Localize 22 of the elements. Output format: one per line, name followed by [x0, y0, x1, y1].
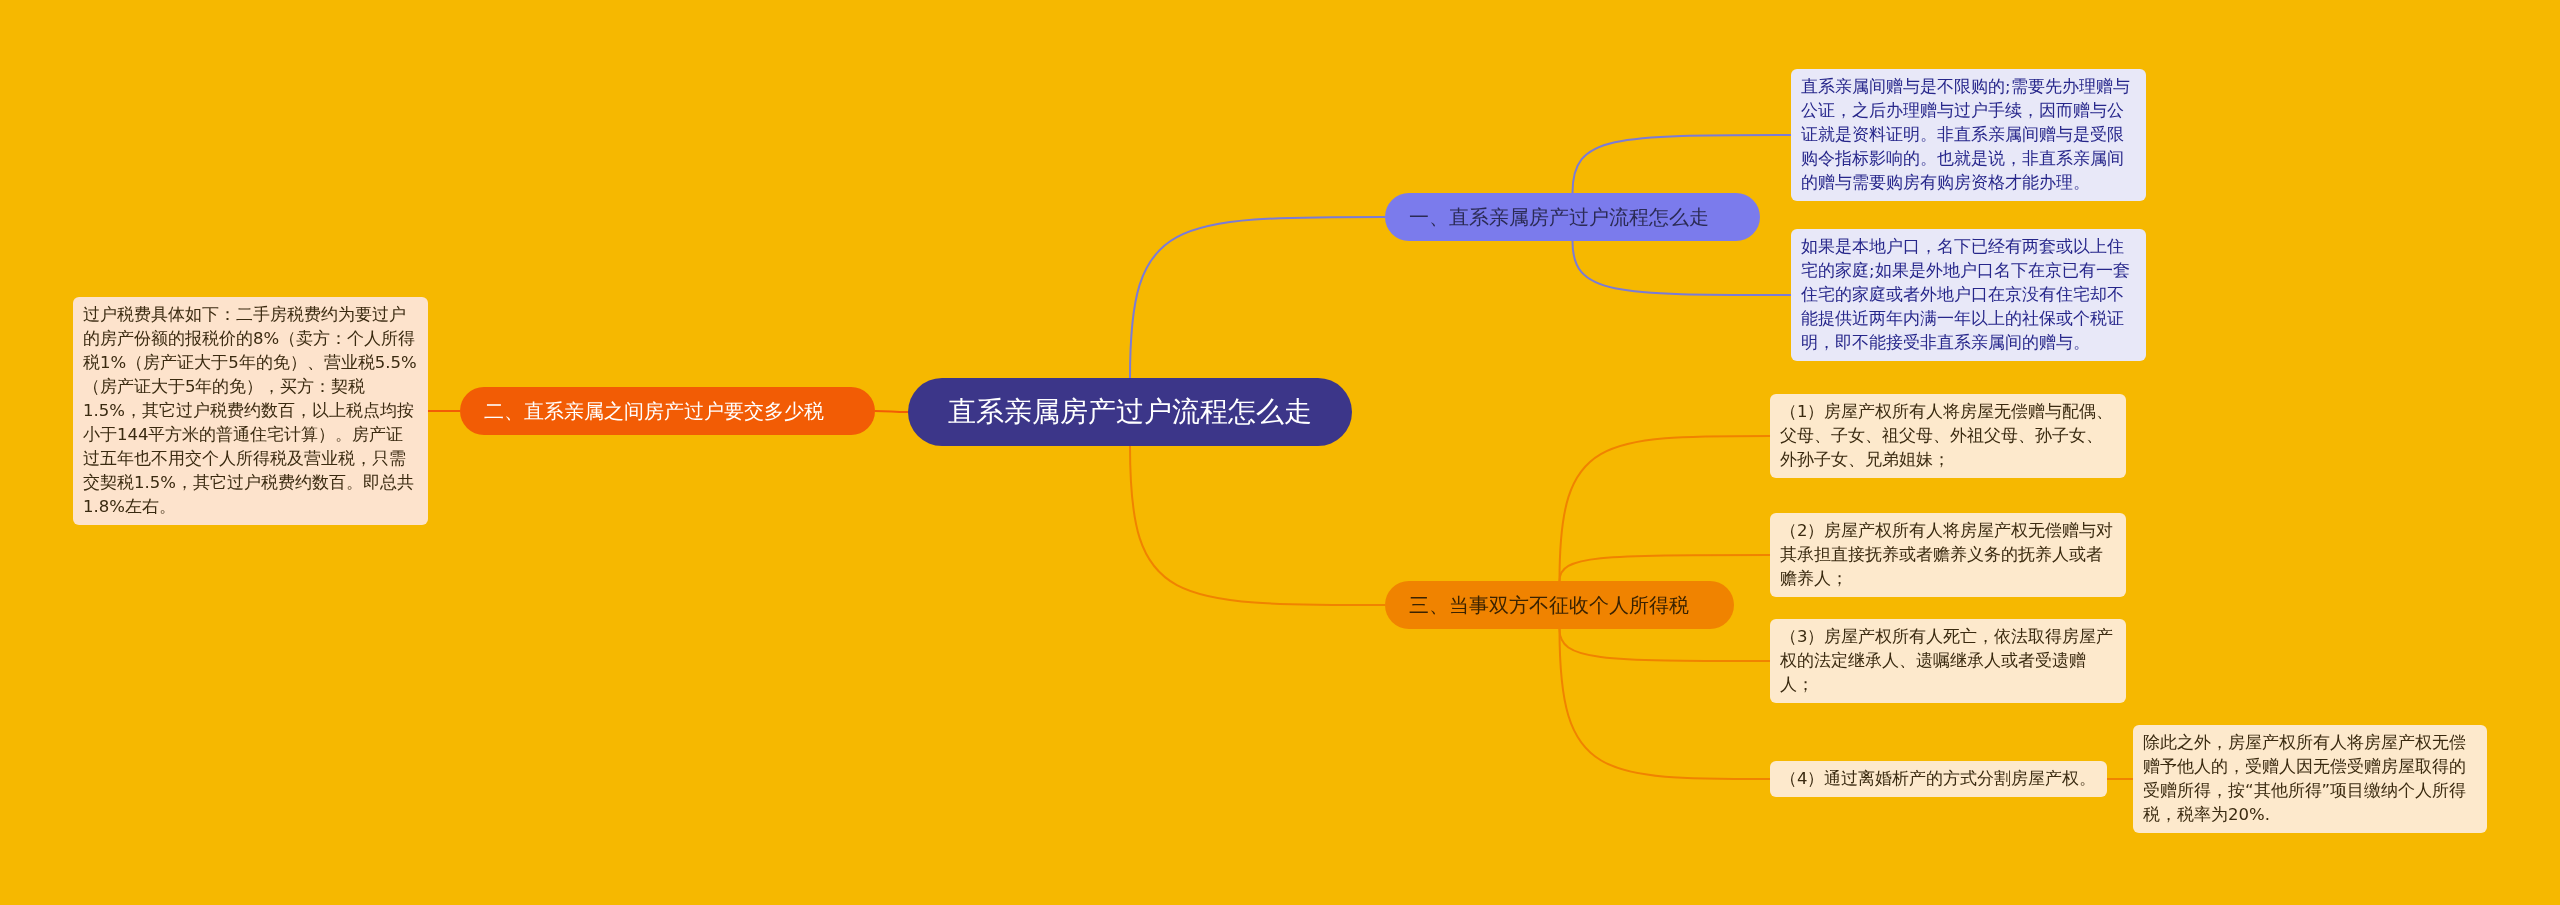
note-card: （4）通过离婚析产的方式分割房屋产权。: [1770, 761, 2107, 797]
note-card: 如果是本地户口，名下已经有两套或以上住宅的家庭;如果是外地户口名下在京已有一套住宅的家庭或者外地户口在京没有住宅却不能提供近两年内满一年以上的社保或个税证明，即不能接受非直系亲属间的赠与。: [1791, 229, 2146, 361]
connector-line: [1558, 435, 1771, 582]
note-card: （2）房屋产权所有人将房屋产权无偿赠与对其承担直接抚养或者赡养义务的抚养人或者赡养人；: [1770, 513, 2126, 597]
connector-line: [427, 410, 461, 412]
connector-line: [2106, 778, 2134, 780]
note-card: 除此之外，房屋产权所有人将房屋产权无偿赠予他人的，受赠人因无偿受赠房屋取得的受赠所得，按“其他所得”项目缴纳个人所得税，税率为20%.: [2133, 725, 2487, 833]
central-topic: 直系亲属房产过户流程怎么走: [908, 378, 1352, 446]
connector-line: [874, 410, 909, 413]
branch-topic: 三、当事双方不征收个人所得税: [1385, 581, 1734, 629]
note-card: 过户税费具体如下：二手房税费约为要过户的房产份额的报税价的8%（卖方：个人所得税1%（房产证大于5年的免）、营业税5.5%（房产证大于5年的免），买方：契税1.5%，其它过户税费约数百，以上税点均按小于144平方米的普通住宅计算）。房产证过五年也不用交个人所得税及营业税，只需交契税1.5%，其它过户税费约数百。即总共1.8%左右。: [73, 297, 428, 525]
connector-line: [1571, 240, 1792, 296]
branch-topic: 二、直系亲属之间房产过户要交多少税: [460, 387, 875, 435]
connector-line: [1571, 134, 1792, 194]
connector-line: [1129, 445, 1386, 606]
connector-line: [1129, 216, 1386, 379]
note-card: （1）房屋产权所有人将房屋无偿赠与配偶、父母、子女、祖父母、外祖父母、孙子女、外孙子女、兄弟姐妹；: [1770, 394, 2126, 478]
note-card: 直系亲属间赠与是不限购的;需要先办理赠与公证，之后办理赠与过户手续，因而赠与公证就是资料证明。非直系亲属间赠与是受限购令指标影响的。也就是说，非直系亲属间的赠与需要购房有购房资格才能办理。: [1791, 69, 2146, 201]
note-card: （3）房屋产权所有人死亡，依法取得房屋产权的法定继承人、遗嘱继承人或者受遗赠人；: [1770, 619, 2126, 703]
connector-line: [1558, 554, 1771, 582]
connector-line: [1558, 628, 1771, 780]
branch-topic: 一、直系亲属房产过户流程怎么走: [1385, 193, 1760, 241]
